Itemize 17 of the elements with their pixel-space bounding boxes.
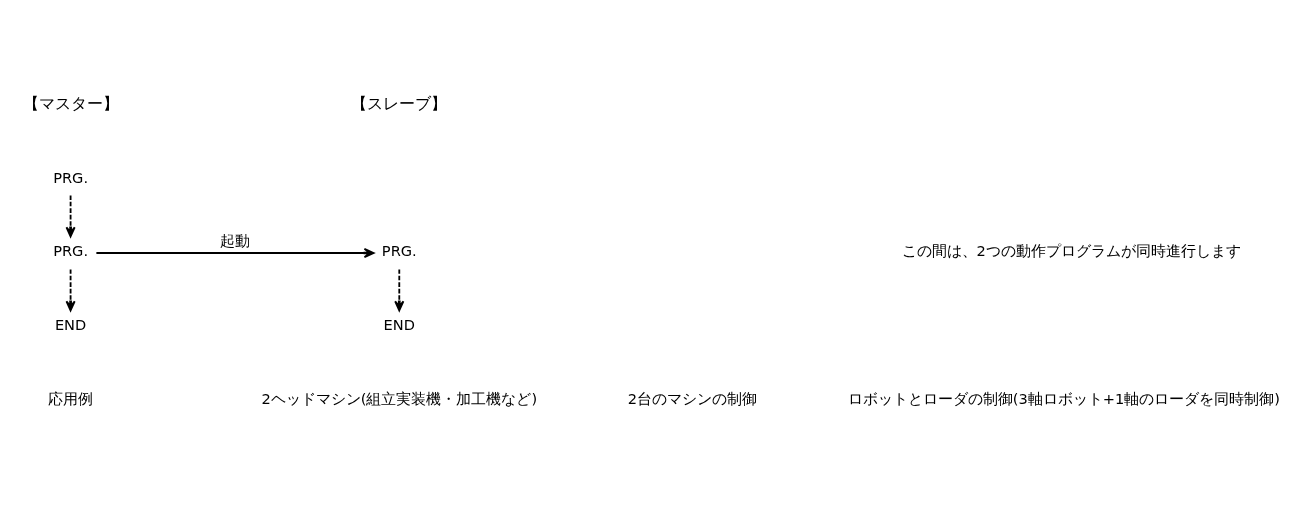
arrow: [394, 268, 405, 311]
arrow: [65, 268, 76, 311]
arrow: [95, 247, 375, 258]
label: 【スレーブ】: [351, 93, 448, 113]
label: 応用例: [48, 389, 94, 407]
label: 2ヘッドマシン(組立実装機・加工機など): [261, 389, 538, 407]
node-text: PRG.: [381, 241, 417, 259]
node-text: PRG.: [53, 168, 89, 186]
node-text: END: [383, 315, 415, 333]
arrow: [65, 194, 76, 237]
label: 【マスター】: [22, 93, 119, 113]
node-text: END: [54, 315, 87, 333]
node-text: PRG.: [53, 241, 89, 259]
label: ロボットとローダの制御(3軸ロボット+1軸のローダを同時制御): [847, 389, 1281, 407]
label: この間は、2つの動作プログラムが同時進行します: [901, 241, 1241, 259]
label: 2台のマシンの制御: [627, 389, 758, 407]
edge-label: 起動: [219, 231, 250, 249]
